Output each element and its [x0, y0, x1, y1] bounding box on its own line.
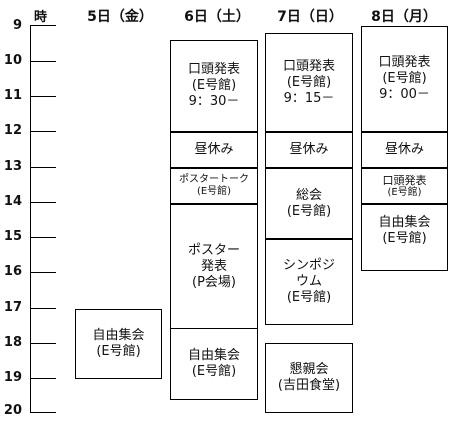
hour-label-9: 9 — [12, 18, 22, 33]
sat-poster-talk: ポスタートーク (E号館) — [171, 167, 257, 203]
hour-tick — [30, 343, 56, 344]
mon-oral-short-title: 口頭発表 — [382, 173, 427, 187]
hour-label-15: 15 — [3, 229, 22, 244]
hour-label-11: 11 — [3, 88, 22, 103]
hour-tick — [30, 61, 56, 62]
hour-tick — [30, 167, 56, 168]
day-header-sun: 7日（日） — [277, 9, 343, 25]
sun-general-meeting: 総会 (E号館) — [266, 167, 352, 238]
hour-tick — [30, 272, 56, 273]
sun-oral-text: 口頭発表 (E号館) 9：15－ — [282, 58, 335, 106]
sat-oral-text: 口頭発表 (E号館) 9：30－ — [187, 62, 240, 109]
hour-label-16: 16 — [3, 264, 22, 279]
hour-tick — [30, 237, 56, 238]
sat-oral-box: 口頭発表 (E号館) 9：30－ 昼休み ポスタートーク (E号館) ポスター … — [170, 40, 258, 329]
sun-lunch: 昼休み — [266, 131, 352, 167]
hour-label-14: 14 — [3, 194, 22, 209]
sun-banquet-text: 懇親会 (吉田食堂) — [277, 362, 341, 393]
hour-tick — [30, 412, 56, 413]
hour-label-19: 19 — [3, 370, 22, 385]
hour-tick — [30, 25, 56, 26]
axis-line — [30, 25, 31, 413]
sun-banquet-box: 懇親会 (吉田食堂) — [265, 343, 353, 413]
hour-label-13: 13 — [3, 159, 22, 174]
mon-free-meeting: 自由集会 (E号館) — [362, 203, 447, 270]
hour-tick — [30, 96, 56, 97]
mon-oral-short: 口頭発表 (E号館) — [362, 167, 447, 203]
sun-symposium: シンポジ ウム (E号館) — [266, 238, 352, 324]
hour-unit-label: 時 — [34, 10, 48, 25]
day-header-mon: 8日（月） — [371, 9, 437, 25]
hour-tick — [30, 378, 56, 379]
mon-oral-text: 口頭発表 (E号館) 9：00－ — [378, 55, 431, 102]
hour-label-17: 17 — [3, 300, 22, 315]
mon-oral-short-place: (E号館) — [387, 186, 422, 198]
fri-free-meeting-box: 自由集会 (E号館) — [75, 309, 162, 379]
day-header-sat: 6日（土） — [184, 9, 250, 25]
hour-label-18: 18 — [3, 335, 22, 350]
sat-poster-talk-title: ポスタートーク — [179, 174, 249, 185]
sat-poster-talk-place: (E号館) — [196, 186, 232, 197]
fri-free-meeting-text: 自由集会 (E号館) — [92, 328, 145, 359]
hour-label-12: 12 — [3, 123, 22, 138]
hour-tick — [30, 202, 56, 203]
mon-program-box: 口頭発表 (E号館) 9：00－ 昼休み 口頭発表 (E号館) 自由集会 (E号… — [361, 26, 448, 271]
mon-lunch: 昼休み — [362, 131, 447, 167]
sat-lunch: 昼休み — [171, 131, 257, 167]
hour-tick — [30, 308, 56, 309]
hour-label-10: 10 — [3, 53, 22, 68]
day-header-fri: 5日（金） — [87, 9, 153, 25]
hour-tick — [30, 131, 56, 132]
sat-poster-session: ポスター 発表 (P会場) — [171, 203, 257, 328]
sat-free-meeting-box: 自由集会 (E号館) — [170, 328, 258, 400]
hour-label-20: 20 — [3, 403, 22, 418]
sun-program-box: 口頭発表 (E号館) 9：15－ 昼休み 総会 (E号館) シンポジ ウム (E… — [265, 33, 353, 325]
sat-free-meeting-text: 自由集会 (E号館) — [187, 348, 240, 379]
